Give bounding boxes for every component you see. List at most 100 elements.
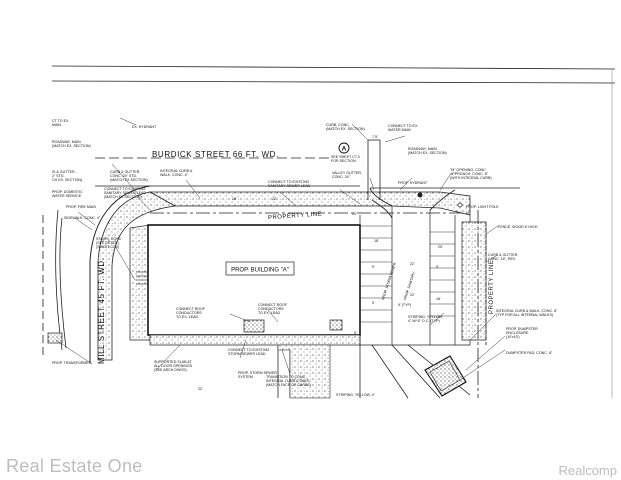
dimension: 22' [410,262,415,266]
note: ROADWAY, MAIN [52,140,81,144]
note: SANITARY SEWER LEAD [104,191,147,195]
note: WALK, CONC. 4" [160,173,189,177]
dimension: 5' [354,331,357,335]
note: SIDEWALK, CONC. 4" [64,216,101,220]
note: PROP. HYDRANT [398,181,428,185]
note: CONNECT TO EX. [388,124,418,128]
note: SANITARY SEWER LEAD [268,184,311,188]
water-main [367,139,381,200]
note: STORM SEWER LEAD [228,352,266,356]
transformer-pad [47,332,63,344]
note: CURB & GUTTER, [110,170,140,174]
note: CONNECT ROOF [258,303,288,307]
note: CONDUCTORS [258,307,284,311]
note: ENCLOSURE [506,331,529,335]
note: CH EX. SECTION) [52,178,82,182]
dimension: 22' [410,293,415,297]
note: CURB, CONC. [326,123,350,127]
note: PROP. STORM SEWER [238,371,277,375]
note: CONC. 18", REV. [488,257,516,261]
annotations: CT TO EX. MAIN ROADWAY, MAIN (MATCH EX. … [52,119,558,397]
note: INTEGRAL CURB & WALK, CONC. 6" [496,309,558,313]
note: CONDUCTORS [176,311,202,315]
dimension: 9' (TYP) [398,303,411,307]
note: (TYP FOR ALL INTERNAL WALKS) [496,313,553,317]
prop-hydrant-symbol [417,192,423,198]
building-label-box [225,261,295,276]
note: (MATCH EX SECTION) [110,178,148,182]
note: CONC. 24" [332,175,351,179]
note: ROADWAY, MAIN [408,147,437,151]
dumpster-enclosure [424,355,467,397]
nw-corner-sidewalk [97,191,177,361]
note: PROP. LIGHT POLE [466,205,499,209]
east-island [461,221,487,341]
note: WATER MAIN [388,128,411,132]
watermark-right: Realcomp [558,463,617,478]
note: DUMPSTER PAD, CONC. 8" [506,351,553,355]
note: PROP. DUMPSTER [506,327,538,331]
building-label: PROP. BUILDING "A" [231,268,289,274]
note: PROP. FIRE MAIN [66,205,96,209]
note: TO EX. LEAD [258,311,281,315]
light-pole-symbol [457,202,463,208]
note: EX. HYDRANT [132,125,157,129]
note: CONNECT TO EXISTING [104,187,146,191]
dimension: 20' [352,212,357,216]
note: "M" OPENING, CONC [450,168,486,172]
note: CONNECT TO EXISTING [268,180,310,184]
note: PROP. TRANSFORMER [52,361,92,365]
note: FOR SECTION [331,159,356,163]
note: SYSTEM [238,375,253,379]
note: (MATCH FACE OF CURBS) [266,383,311,387]
note: STRIPING, YELLOW, [408,315,443,319]
note: INTEGRAL CURB & [160,169,193,173]
mill-street-label: MILL STREET 45 FT. WD. [97,257,106,364]
section-marker-circle [338,142,350,154]
dimension: 22' [198,387,203,391]
roof-conductor-box-a [243,319,265,333]
south-sidewalk [149,334,361,346]
dimension: 9' [372,265,375,269]
note: PROP. DOMESTIC [52,190,83,194]
section-marker-letter: A [342,146,347,153]
note: APPROACH, CONC. 8" [450,172,489,176]
note: 4" W/ 6" O.C. (TYP) [408,319,440,323]
note: INTEGRAL CURB & WALK [266,379,310,383]
driveway-curbs [369,187,456,219]
note: VALLEY GUTTER, [332,171,362,175]
note: CONNECT TO EXISTING [228,348,270,352]
note: (10'x15') [506,335,520,339]
dimension: 9' [372,301,375,305]
watermark-left: Real Estate One [6,456,143,476]
note: CT TO EX. [52,119,69,123]
east-property-line-label: PROPERTY LINE [489,260,495,314]
dimension: 10' [232,197,237,201]
stairs [136,271,148,285]
burdick-street-edges [95,157,520,189]
note: MAIN [52,123,61,127]
north-property-line-label: PROPERTY LINE [268,211,323,221]
sheet-border [51,65,616,398]
note: TO EX. LEAD [176,315,199,319]
note: (SHEET C7.0) [96,245,119,249]
note: WATER SERVICE [52,194,82,198]
note: (SEE ARCH DWGS) [154,368,187,372]
dimension: 25' [438,245,443,249]
dimension: 22' [272,197,277,201]
note: IS & GUTTER, [52,170,76,174]
building-footprint [147,224,361,336]
note: (SEE DETAIL) [96,241,119,245]
dimension: 9' [436,265,439,269]
note: SEE SHEET C7.0 [331,155,360,159]
note: (WITH INTEGRAL CURB) [450,176,492,180]
leader-lines [55,117,506,381]
note: CONNECT ROOF [176,307,206,311]
dimension: 18' [436,297,441,301]
note: STRIPING, YELLOW, 4" [336,393,376,397]
note: (MATCH EX. SECTION) [326,127,365,131]
note: 2" STD. [52,174,64,178]
note: CONC. 24" STD. [110,174,137,178]
note: PROP. STORM SEWER [381,262,397,301]
note: STAIRS, CONC [96,237,122,241]
